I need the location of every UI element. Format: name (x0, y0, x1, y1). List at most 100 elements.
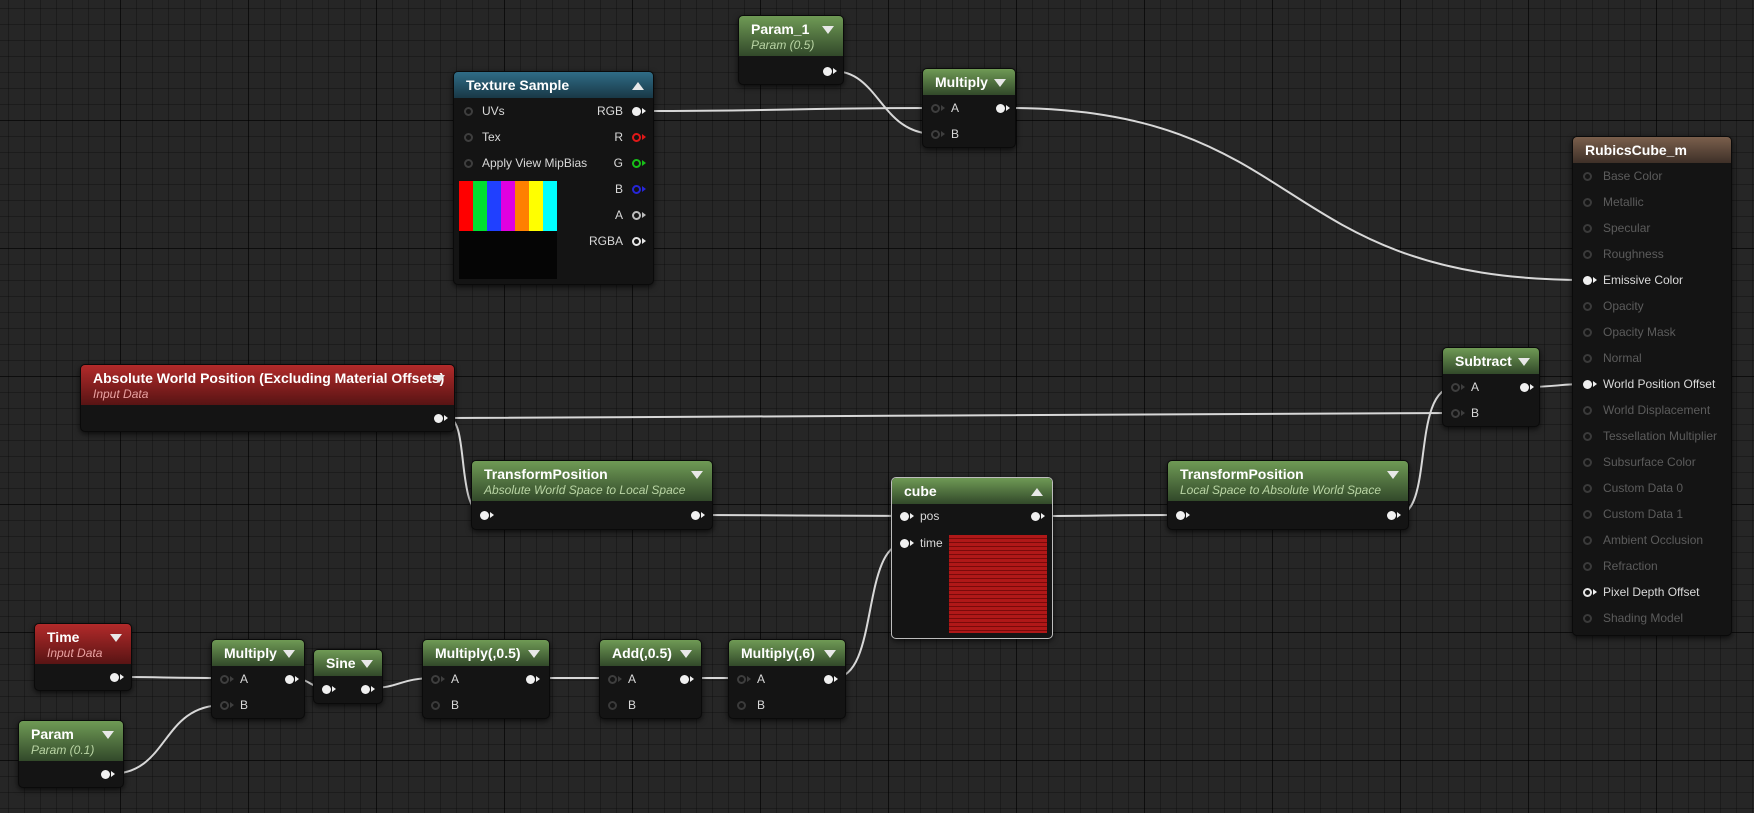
param1-output-pin[interactable] (823, 67, 832, 76)
result-input-pin[interactable] (1583, 172, 1592, 181)
result-input-pin[interactable] (1583, 510, 1592, 519)
transform-position-2-output-pin[interactable] (1387, 511, 1396, 520)
result-input-pin[interactable] (1583, 198, 1592, 207)
texture-sample-header[interactable]: Texture Sample (454, 72, 653, 98)
multiply-top-output-pin[interactable] (996, 104, 1005, 113)
subtract-collapse-icon[interactable] (1518, 358, 1530, 366)
texture-r-pin[interactable] (632, 133, 641, 142)
texture-sample-collapse-icon[interactable] (632, 82, 644, 90)
result-input-pin[interactable] (1583, 328, 1592, 337)
abs-world-position-node[interactable]: Absolute World Position (Excluding Mater… (80, 364, 455, 432)
param-output-pin[interactable] (101, 770, 110, 779)
texture-mipbias-pin[interactable] (464, 159, 473, 168)
multiply-half-collapse-icon[interactable] (528, 650, 540, 658)
cube-time-pin[interactable] (900, 539, 909, 548)
add-half-pin-a[interactable] (608, 675, 617, 684)
multiply-top-collapse-icon[interactable] (994, 79, 1006, 87)
cube-header[interactable]: cube (892, 478, 1052, 504)
subtract-output-pin[interactable] (1520, 383, 1529, 392)
sine-header[interactable]: Sine (314, 650, 382, 676)
multiply-half-output-pin[interactable] (526, 675, 535, 684)
multiply-low-node[interactable]: Multiply A B (211, 639, 305, 719)
multiply-top-node[interactable]: Multiply A B (922, 68, 1016, 148)
param1-collapse-icon[interactable] (822, 26, 834, 34)
multiply-low-collapse-icon[interactable] (283, 650, 295, 658)
texture-a-pin[interactable] (632, 211, 641, 220)
multiply-low-header[interactable]: Multiply (212, 640, 304, 666)
param-collapse-icon[interactable] (102, 731, 114, 739)
result-input-pin[interactable] (1583, 302, 1592, 311)
result-input-pin[interactable] (1583, 432, 1592, 441)
multiply-top-pin-a[interactable] (931, 104, 940, 113)
multiply-six-node[interactable]: Multiply(,6) A B (728, 639, 846, 719)
multiply-low-pin-b[interactable] (220, 701, 229, 710)
texture-b-pin[interactable] (632, 185, 641, 194)
result-input-pin[interactable] (1583, 536, 1592, 545)
cube-node[interactable]: cube pos time (891, 477, 1053, 639)
multiply-half-header[interactable]: Multiply(,0.5) (423, 640, 549, 666)
abs-world-position-collapse-icon[interactable] (433, 375, 445, 383)
cube-pos-pin[interactable] (900, 512, 909, 521)
texture-rgb-pin[interactable] (632, 107, 641, 116)
texture-g-pin[interactable] (632, 159, 641, 168)
multiply-low-pin-a[interactable] (220, 675, 229, 684)
transform-position-2-collapse-icon[interactable] (1387, 471, 1399, 479)
subtract-node[interactable]: Subtract A B (1442, 347, 1540, 427)
transform-position-1-output-pin[interactable] (691, 511, 700, 520)
transform-position-1-collapse-icon[interactable] (691, 471, 703, 479)
multiply-half-pin-b[interactable] (431, 701, 440, 710)
multiply-low-output-pin[interactable] (285, 675, 294, 684)
transform-position-1-input-pin[interactable] (480, 511, 489, 520)
add-half-pin-b[interactable] (608, 701, 617, 710)
cube-output-pin[interactable] (1031, 512, 1040, 521)
result-input-pin[interactable] (1583, 614, 1592, 623)
transform-position-2-input-pin[interactable] (1176, 511, 1185, 520)
material-result-header[interactable]: RubicsCube_m (1573, 137, 1731, 163)
texture-sample-node[interactable]: Texture Sample UVs Tex Apply View MipBia… (453, 71, 654, 285)
result-input-pin[interactable] (1583, 250, 1592, 259)
result-input-pin[interactable] (1583, 276, 1592, 285)
multiply-six-pin-a[interactable] (737, 675, 746, 684)
multiply-top-header[interactable]: Multiply (923, 69, 1015, 95)
abs-world-position-header[interactable]: Absolute World Position (Excluding Mater… (81, 365, 454, 405)
result-input-pin[interactable] (1583, 380, 1592, 389)
multiply-half-pin-a[interactable] (431, 675, 440, 684)
subtract-header[interactable]: Subtract (1443, 348, 1539, 374)
multiply-top-pin-b[interactable] (931, 130, 940, 139)
result-input-pin[interactable] (1583, 354, 1592, 363)
result-input-pin[interactable] (1583, 224, 1592, 233)
add-half-collapse-icon[interactable] (680, 650, 692, 658)
result-input-pin[interactable] (1583, 458, 1592, 467)
result-input-pin[interactable] (1583, 484, 1592, 493)
result-input-pin[interactable] (1583, 588, 1592, 597)
subtract-pin-a[interactable] (1451, 383, 1460, 392)
texture-tex-pin[interactable] (464, 133, 473, 142)
time-collapse-icon[interactable] (110, 634, 122, 642)
abs-world-position-output-pin[interactable] (434, 414, 443, 423)
multiply-six-pin-b[interactable] (737, 701, 746, 710)
multiply-half-node[interactable]: Multiply(,0.5) A B (422, 639, 550, 719)
texture-rgba-pin[interactable] (632, 237, 641, 246)
add-half-output-pin[interactable] (680, 675, 689, 684)
multiply-six-output-pin[interactable] (824, 675, 833, 684)
sine-output-pin[interactable] (361, 685, 370, 694)
result-input-pin[interactable] (1583, 562, 1592, 571)
cube-collapse-icon[interactable] (1031, 488, 1043, 496)
texture-uvs-pin[interactable] (464, 107, 473, 116)
add-half-node[interactable]: Add(,0.5) A B (599, 639, 702, 719)
time-output-pin[interactable] (110, 673, 119, 682)
add-half-header[interactable]: Add(,0.5) (600, 640, 701, 666)
sine-input-pin[interactable] (322, 685, 331, 694)
subtract-pin-b[interactable] (1451, 409, 1460, 418)
